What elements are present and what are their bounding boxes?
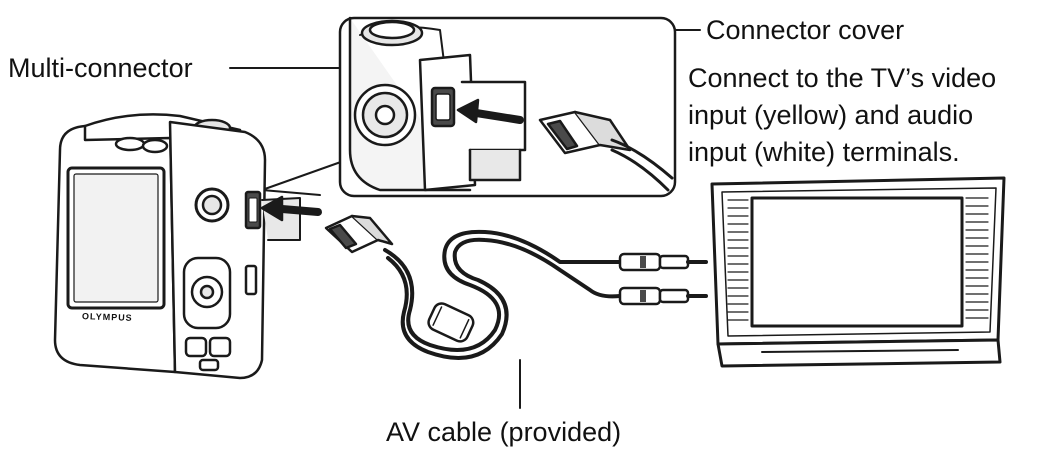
- av-cable-label: AV cable (provided): [386, 416, 621, 448]
- ferrite-core: [426, 301, 476, 344]
- connector-cover-label: Connector cover: [706, 14, 904, 46]
- inset-closeup: [340, 18, 675, 196]
- camera-brand-label: OLYMPUS: [82, 311, 133, 323]
- zoom-callout-lines: [262, 158, 352, 195]
- camera: [55, 114, 318, 378]
- television: [712, 178, 1004, 366]
- tv-screen: [752, 198, 962, 326]
- av-cable: [326, 216, 706, 358]
- tv-connection-note-line-1: Connect to the TV’s video: [688, 62, 996, 94]
- rca-plug-video: [620, 254, 706, 270]
- tv-connection-note-line-2: input (yellow) and audio: [688, 99, 973, 131]
- multi-connector-label: Multi-connector: [8, 52, 193, 84]
- tv-connection-note-line-3: input (white) terminals.: [688, 136, 960, 168]
- rca-plug-audio: [620, 288, 706, 304]
